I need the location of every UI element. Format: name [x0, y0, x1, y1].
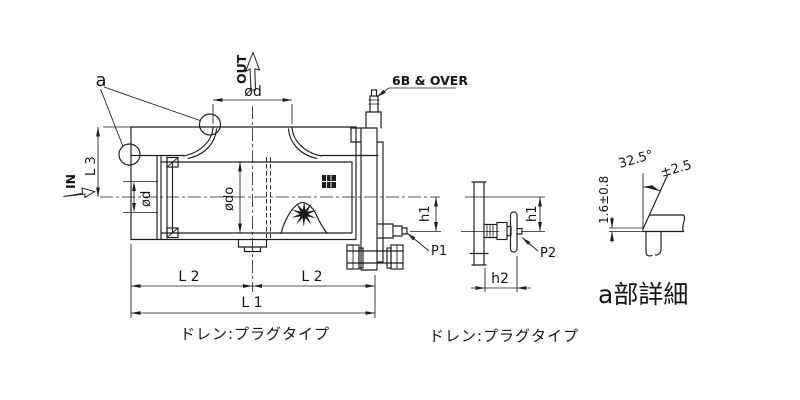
detail-view	[609, 173, 686, 257]
vent-plug	[365, 89, 382, 129]
out-flow-arrow	[244, 51, 261, 91]
out-flow-label: OUT	[234, 54, 249, 84]
debris-symbol	[280, 175, 336, 235]
side-view	[461, 181, 545, 292]
in-flow-arrow	[63, 187, 96, 199]
h1-dim-label: h1	[418, 205, 433, 222]
h1-side-dim-label: h1	[525, 205, 540, 222]
drawing-labels: a OUT ød 6B & OVER IN L 3 ød ødo h1 P1 L…	[63, 54, 693, 345]
p1-plug-label: P1	[431, 244, 447, 259]
inlet-diameter-label: ød	[139, 191, 154, 207]
main-view-centerlines	[100, 106, 440, 292]
size-note-label: 6B & OVER	[392, 73, 468, 88]
detail-callout-label: a	[95, 70, 106, 91]
l3-dim-label: L 3	[84, 156, 99, 176]
p2-plug-label: P2	[540, 246, 556, 261]
l2-right-dim-label: L 2	[301, 269, 322, 285]
h2-dim-label: h2	[491, 271, 509, 287]
right-flange-assembly	[346, 89, 408, 271]
in-flow-label: IN	[63, 174, 78, 189]
detail-callout-circles	[100, 86, 222, 166]
main-view-caption: ドレン:プラグタイプ	[180, 325, 330, 343]
root-face-dim-label: 1.6±0.8	[597, 176, 611, 224]
l2-left-dim-label: L 2	[178, 269, 199, 285]
l1-dim-label: L 1	[241, 295, 262, 311]
drain-plug-p1	[377, 223, 408, 239]
inner-diameter-label: ødo	[222, 187, 237, 211]
side-view-caption: ドレン:プラグタイプ	[429, 327, 579, 345]
bevel-angle-tolerance-label: ±2.5	[659, 158, 693, 181]
bolt-assembly	[346, 244, 404, 270]
detail-view-caption: a部詳細	[598, 280, 688, 309]
drain-plug-p2	[483, 211, 523, 253]
dimension-arrowheads	[96, 89, 660, 315]
main-view-outline	[130, 126, 379, 253]
outlet-diameter-label: ød	[244, 84, 261, 100]
bevel-angle-label: 32.5°	[617, 148, 655, 172]
